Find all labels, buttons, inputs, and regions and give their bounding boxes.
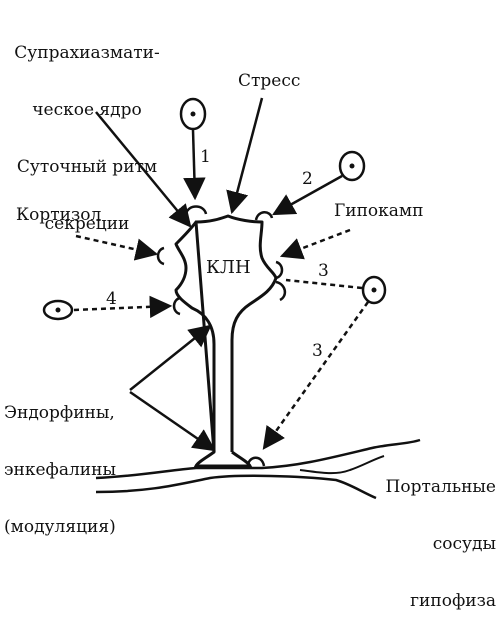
label-portal-line1: Портальные [385,477,496,497]
portal-vessel-lower [95,474,377,500]
arrow-stress [226,97,264,215]
label-scn: Супрахиазмати- ческое ядро Суточный ритм… [2,6,172,253]
label-endorphins-line2: энкефалины [4,460,116,480]
label-endorphins-line1: Эндорфины, [4,403,115,423]
label-hippocampus: Гипокамп [334,201,424,221]
axon-terminal [193,450,253,468]
arrow-hippocampus [279,228,351,260]
label-number-4: 4 [106,289,117,309]
synapse-top-left [184,205,208,215]
portal-vessel-upper [95,438,421,480]
label-number-1: 1 [200,147,211,167]
label-scn-line3: Суточный ритм [16,157,158,177]
label-scn-line1: Супрахиазмати- [14,43,160,63]
kln-neuron-outline [174,214,278,454]
label-kln: КЛН [206,257,251,278]
diagram-canvas [42,97,421,500]
synapse-top-right [254,211,274,221]
label-portal-line3: гипофиза [410,591,496,611]
synapse-left-low [172,296,181,316]
label-stress: Стресс [238,71,301,91]
presynaptic-cell-2 [338,150,366,182]
terminal-bouton [246,456,266,467]
synapse-right-mid [275,260,284,280]
arrow-pathway-3-upper [285,278,363,290]
label-number-3-lower: 3 [312,341,323,361]
label-scn-line4: секреции [44,214,130,234]
synapse-right-low [275,280,287,302]
label-number-2: 2 [302,169,313,189]
arrow-cortisol [75,234,159,261]
arrow-pathway-3-lower [262,301,370,450]
arrow-endorphins-up [129,324,212,391]
arrow-pathway-2 [272,174,343,216]
label-endorphins: Эндорфины, энкефалины (модуляция) [4,366,116,556]
arrow-endorphins-down [129,390,216,452]
label-cortisol: Кортизол [16,205,102,225]
label-portal-vessels: Портальные сосуды гипофиза [366,440,496,630]
arrow-scn [95,111,192,228]
portal-vessel-branch [299,455,385,475]
presynaptic-cell-4 [42,299,74,321]
label-scn-line2: ческое ядро [32,100,142,120]
arrow-pathway-4 [73,295,173,319]
presynaptic-cell-1 [179,97,207,131]
label-number-3-upper: 3 [318,261,329,281]
arrow-pathway-1 [183,129,206,201]
presynaptic-cell-3 [361,275,387,305]
label-endorphins-line3: (модуляция) [4,517,116,537]
